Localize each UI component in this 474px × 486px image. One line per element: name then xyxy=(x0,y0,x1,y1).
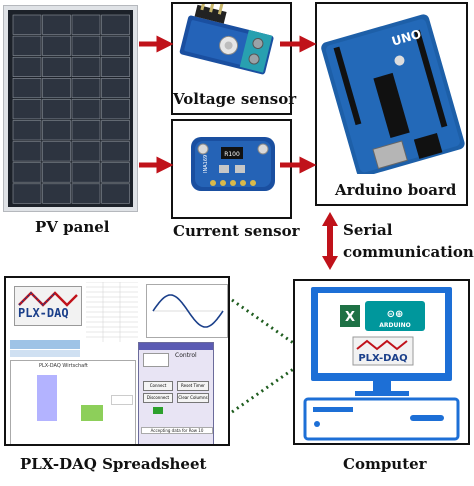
computer-illustration: X ⊝⊕ ARDUINO PLX-DAQ xyxy=(303,287,460,441)
serial-label-line1: Serial xyxy=(343,221,393,239)
pv-cell xyxy=(71,56,101,78)
pv-panel-image xyxy=(3,5,138,212)
pv-cell xyxy=(101,56,130,78)
pv-cell xyxy=(42,78,71,99)
pv-cell xyxy=(42,183,71,204)
svg-text:X: X xyxy=(345,310,355,325)
computer-arduino-text: ARDUINO xyxy=(379,322,410,329)
pv-cell xyxy=(42,141,71,162)
sheet-header-strip xyxy=(10,340,80,349)
data-table-grid xyxy=(86,281,138,342)
pv-cell xyxy=(12,183,42,204)
pv-cell xyxy=(101,183,130,204)
status-indicator xyxy=(153,407,163,414)
plx-logo-graphic xyxy=(18,291,78,307)
pv-panel-label: PV panel xyxy=(35,218,110,236)
voltage-sensor-box: Voltage sensor xyxy=(171,2,296,115)
pv-cell xyxy=(12,162,42,183)
computer-plx-text: PLX-DAQ xyxy=(358,353,407,364)
computer-label: Computer xyxy=(343,455,427,473)
pv-cell xyxy=(42,99,71,120)
current-sensor-pin xyxy=(240,180,246,186)
pv-cell xyxy=(12,99,42,120)
pv-cell xyxy=(71,183,101,204)
voltage-sensor-image xyxy=(179,4,274,75)
control-dialog-title: Control xyxy=(175,352,197,359)
pv-cell xyxy=(12,141,42,162)
spreadsheet-box: PLX-DAQ PLX-DAQ Wirtschaft Control Conne… xyxy=(4,276,230,446)
current-sensor-pin xyxy=(250,180,256,186)
pv-cell xyxy=(71,99,101,120)
pv-cell xyxy=(42,120,71,141)
pv-cell xyxy=(42,35,71,56)
dotted-line-upper xyxy=(231,298,313,358)
pv-panel-cells xyxy=(8,10,133,207)
current-sensor-pin xyxy=(210,180,216,186)
spreadsheet-label: PLX-DAQ Spreadsheet xyxy=(20,455,207,473)
bar-chart-title: PLX-DAQ Wirtschaft xyxy=(39,363,88,369)
reset-timer-button[interactable]: Reset Timer xyxy=(177,381,209,391)
bar-chart-bar-1 xyxy=(37,375,57,421)
voltage-sensor-label: Voltage sensor xyxy=(173,90,297,108)
arduino-board-label: Arduino board xyxy=(335,181,457,199)
pv-cell xyxy=(12,78,42,99)
connect-button[interactable]: Connect xyxy=(143,381,173,391)
control-dialog: Control Connect Disconnect Reset Timer C… xyxy=(138,342,214,444)
disconnect-button[interactable]: Disconnect xyxy=(143,393,173,403)
pv-cell xyxy=(71,14,101,35)
pv-cell xyxy=(42,56,71,78)
plx-logo: PLX-DAQ xyxy=(14,286,82,326)
bar-chart-bar-2 xyxy=(81,405,103,421)
pv-cell xyxy=(12,35,42,56)
plx-logo-text: PLX-DAQ xyxy=(18,306,69,320)
serial-label-line2: communication xyxy=(343,243,474,261)
control-logo xyxy=(143,353,169,367)
data-table xyxy=(86,281,138,342)
pv-cell xyxy=(101,14,130,35)
current-part-label: INA169 xyxy=(203,155,209,173)
pv-cell xyxy=(71,78,101,99)
bar-chart: PLX-DAQ Wirtschaft xyxy=(10,360,136,444)
current-sensor-label: Current sensor xyxy=(173,222,300,240)
sine-chart xyxy=(146,284,228,338)
current-sensor-box: R100 INA169 Current sensor xyxy=(171,119,300,240)
pv-cell xyxy=(12,14,42,35)
pv-cell xyxy=(71,162,101,183)
arduino-box: UNO Arduino board xyxy=(315,2,468,206)
pv-cell xyxy=(71,35,101,56)
sheet-header-strip-2 xyxy=(10,350,80,357)
pv-cell xyxy=(71,120,101,141)
arrow-serial-bidirectional xyxy=(322,212,338,270)
svg-text:⊝⊕: ⊝⊕ xyxy=(387,309,404,320)
pv-cell xyxy=(101,35,130,56)
computer-box: X ⊝⊕ ARDUINO PLX-DAQ xyxy=(293,279,470,445)
current-sensor-pin xyxy=(230,180,236,186)
pv-cell xyxy=(101,141,130,162)
pv-cell xyxy=(42,162,71,183)
dotted-line-lower xyxy=(231,354,313,414)
pv-cell xyxy=(101,78,130,99)
bar-chart-legend xyxy=(111,395,133,405)
pv-cell xyxy=(101,99,130,120)
control-status-text: Accepting data for Row 10 xyxy=(141,427,213,434)
current-sensor-image: R100 INA169 xyxy=(191,137,275,191)
sine-chart-plot xyxy=(152,294,224,328)
pv-cell xyxy=(12,56,42,78)
clear-columns-button[interactable]: Clear Columns xyxy=(177,393,209,403)
control-dialog-titlebar xyxy=(139,343,213,350)
pv-cell xyxy=(101,120,130,141)
pv-cell xyxy=(71,141,101,162)
arduino-board-image: UNO xyxy=(321,14,465,178)
current-sensor-pin xyxy=(220,180,226,186)
pv-cell xyxy=(101,162,130,183)
pv-cell xyxy=(12,120,42,141)
current-chip-label: R100 xyxy=(224,151,240,158)
pv-cell xyxy=(42,14,71,35)
